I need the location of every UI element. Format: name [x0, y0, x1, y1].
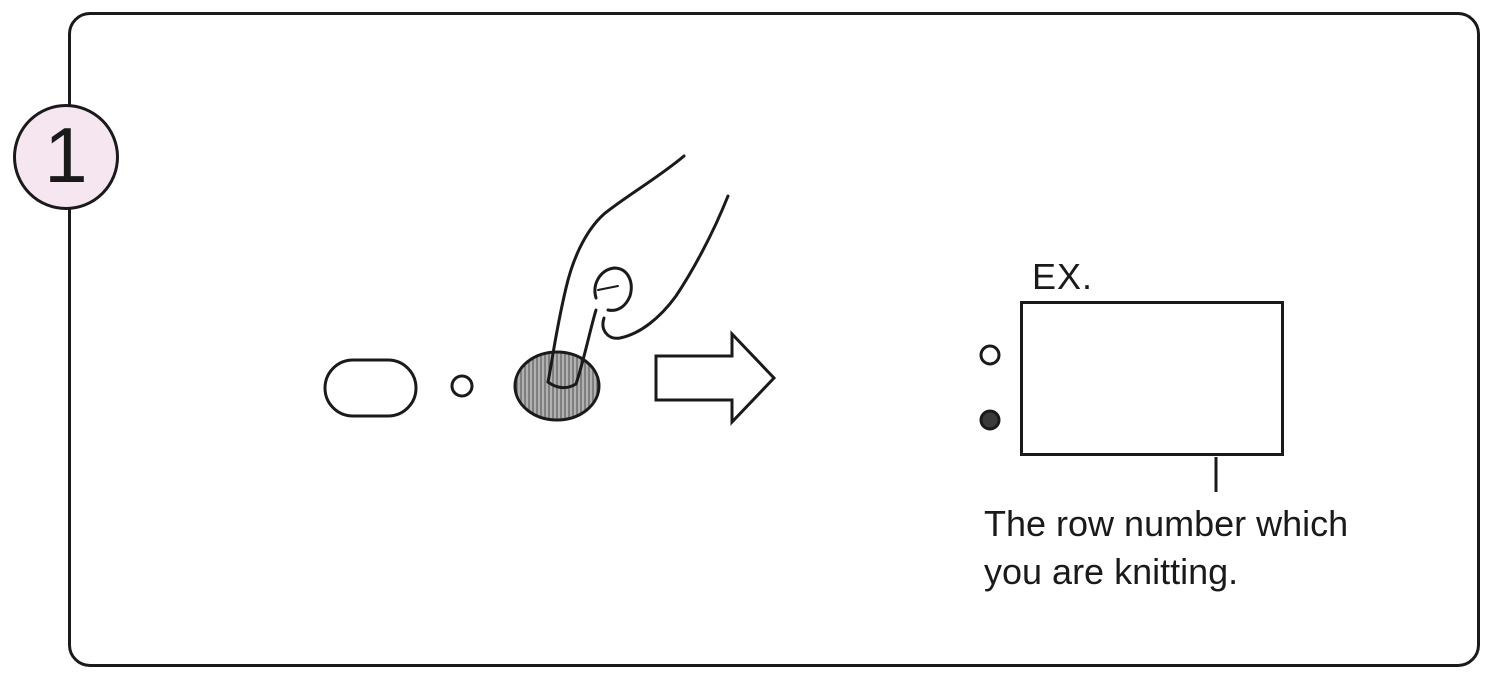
indicator-lamp-on-icon — [981, 411, 999, 429]
display-caption: The row number which you are knitting. — [984, 500, 1484, 596]
right-arrow-icon — [656, 334, 774, 422]
pointing-hand-icon — [548, 156, 728, 388]
small-circle-indicator-icon — [452, 376, 472, 396]
caption-line-2: you are knitting. — [984, 548, 1484, 596]
indicator-lamp-off-icon — [981, 346, 999, 364]
rounded-oval-button-icon[interactable] — [325, 360, 416, 416]
example-label: EX. — [1032, 256, 1093, 298]
caption-line-1: The row number which — [984, 500, 1484, 548]
display-digit-value: 9 — [1184, 330, 1274, 450]
